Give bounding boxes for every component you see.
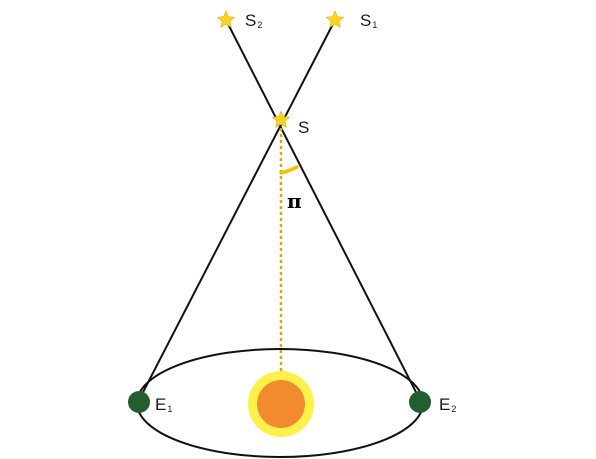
- label-s2: S2: [245, 11, 262, 30]
- label-s1: S1: [360, 11, 377, 30]
- sightline-e1-to-s1: [138, 19, 336, 401]
- star-icon: [271, 110, 291, 128]
- star-icon: [216, 10, 236, 28]
- label-s: S: [298, 118, 309, 137]
- label-e1: E1: [155, 395, 172, 414]
- sun-core: [257, 380, 305, 428]
- label-e1-sub: 1: [167, 404, 172, 414]
- star-icon: [325, 10, 345, 28]
- sightline-e2-to-s2: [225, 19, 421, 401]
- label-s1-sub: 1: [372, 20, 377, 30]
- planet-icon: [128, 391, 150, 413]
- parallax-angle-arc: [279, 165, 299, 175]
- label-e2-sub: 2: [451, 404, 456, 414]
- label-s2-sub: 2: [257, 20, 262, 30]
- sun-icon: [248, 371, 314, 437]
- planet-icon: [409, 391, 431, 413]
- label-s2-base: S: [245, 11, 256, 30]
- label-e2: E2: [439, 395, 456, 414]
- label-parallax-angle: π: [287, 189, 302, 213]
- label-s1-base: S: [360, 11, 371, 30]
- label-e2-base: E: [439, 395, 450, 414]
- label-e1-base: E: [155, 395, 166, 414]
